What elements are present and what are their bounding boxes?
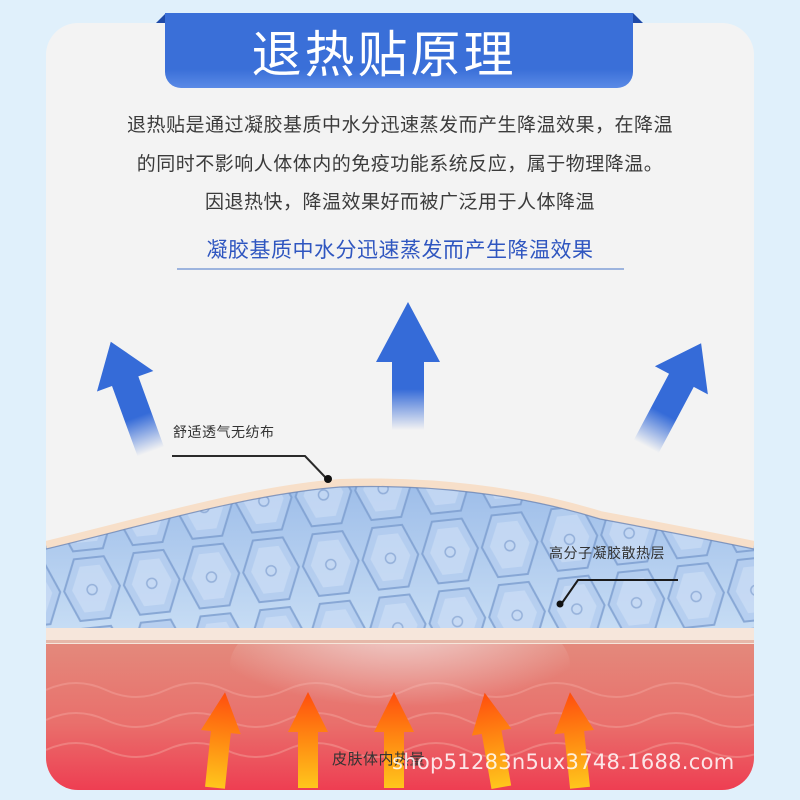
blue-up-arrow-left — [96, 341, 164, 457]
orange-up-arrow-4 — [471, 692, 512, 790]
orange-up-arrow-3 — [374, 692, 414, 788]
gel-leader-line — [556, 579, 678, 608]
orange-up-arrow-5 — [554, 692, 595, 789]
page-title: 退热贴原理 — [251, 25, 517, 84]
title-banner: 退热贴原理 — [165, 13, 633, 88]
banner-fold-left — [156, 13, 166, 23]
description-line-3: 因退热快，降温效果好而被广泛用于人体降温 — [204, 191, 595, 213]
orange-up-arrow-2 — [288, 692, 328, 788]
orange-up-arrow-1 — [200, 692, 241, 789]
subtitle-underline — [177, 268, 624, 270]
fabric-leader-line — [172, 455, 332, 483]
gel-layer-label: 高分子凝胶散热层 — [549, 546, 665, 562]
fabric-layer — [46, 478, 754, 549]
watermark: shop51283n5ux3748.1688.com — [392, 750, 735, 774]
banner-fold-right — [633, 13, 643, 23]
description-line-1: 退热贴是通过凝胶基质中水分迅速蒸发而产生降温效果，在降温 — [126, 114, 673, 136]
blue-up-arrow-right — [633, 343, 708, 454]
skin-heat-label: 皮肤体内热量 — [332, 750, 426, 768]
fabric-layer-label: 舒适透气无纺布 — [173, 425, 275, 441]
blue-up-arrow-center — [376, 302, 440, 430]
description-line-2: 的同时不影响人体体内的免疫功能系统反应，属于物理降温。 — [136, 153, 664, 175]
highlight-subtitle: 凝胶基质中水分迅速蒸发而产生降温效果 — [206, 238, 594, 262]
